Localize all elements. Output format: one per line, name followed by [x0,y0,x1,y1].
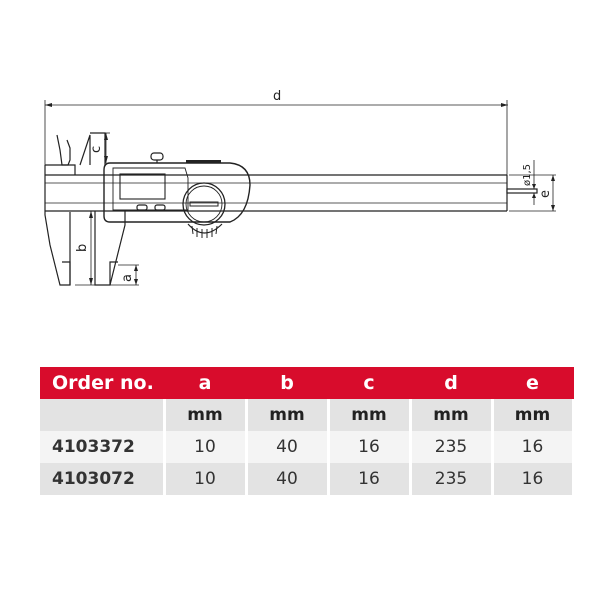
value-a: 10 [164,463,248,495]
label-e: e [538,190,553,198]
header-b: b [246,367,329,399]
dim-b [75,211,95,286]
label-a: a [120,274,135,282]
value-c: 16 [328,431,412,463]
value-b: 40 [246,431,330,463]
label-c: c [89,146,104,153]
unit-cell: mm [246,399,330,431]
table-units-row: mm mm mm mm mm [40,399,575,431]
value-c: 16 [328,463,412,495]
dim-c [104,132,110,163]
value-d: 235 [410,431,494,463]
spec-table: Order no. a b c d e mm mm mm mm mm 41033… [40,367,575,495]
unit-cell: mm [164,399,248,431]
table-row: 4103372 10 40 16 235 16 [40,431,575,463]
value-a: 10 [164,431,248,463]
caliper-drawing: c b a d e ø1,5 [44,89,556,286]
dim-a [110,264,139,286]
value-d: 235 [410,463,494,495]
table-row: 4103072 10 40 16 235 16 [40,463,575,495]
unit-cell: mm [492,399,575,431]
header-c: c [328,367,411,399]
caliper-outline [44,100,538,286]
label-b: b [75,244,90,252]
header-e: e [492,367,574,399]
label-d: d [273,89,281,104]
dim-depth-rod [532,160,536,205]
value-e: 16 [492,463,575,495]
table-header-row: Order no. a b c d e [40,367,574,399]
value-e: 16 [492,431,575,463]
label-depth-rod: ø1,5 [522,164,533,186]
unit-cell [40,399,166,431]
header-order-no: Order no. [40,367,165,399]
order-number: 4103072 [40,463,166,495]
header-a: a [164,367,247,399]
header-d: d [410,367,493,399]
unit-cell: mm [328,399,412,431]
dim-e [509,174,556,212]
order-number: 4103372 [40,431,166,463]
value-b: 40 [246,463,330,495]
unit-cell: mm [410,399,494,431]
